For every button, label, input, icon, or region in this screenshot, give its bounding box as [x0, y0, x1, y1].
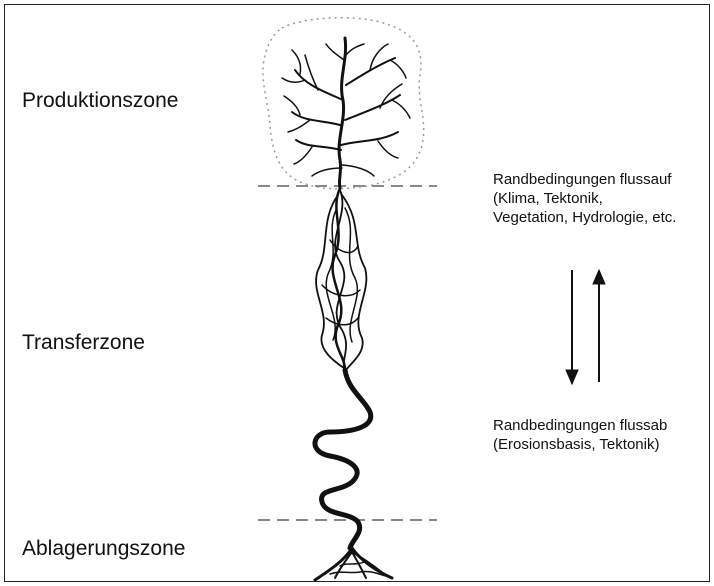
upstream-conditions-line-3: Vegetation, Hydrologie, etc. [493, 208, 676, 227]
arrow-down-head [566, 370, 578, 384]
depositional-fan [315, 548, 392, 580]
zone-label-transfer: Transferzone [22, 331, 145, 355]
upstream-conditions-line-2: (Klima, Tektonik, [493, 189, 676, 208]
meandering-channel [315, 370, 371, 548]
upstream-conditions-line-1: Randbedingungen flussauf [493, 170, 676, 189]
drainage-network [282, 38, 410, 188]
downstream-conditions-line-2: (Erosionsbasis, Tektonik) [493, 435, 667, 454]
downstream-conditions-line-1: Randbedingungen flussab [493, 416, 667, 435]
upstream-conditions-text: Randbedingungen flussauf (Klima, Tektoni… [493, 170, 676, 227]
interaction-arrows [566, 270, 605, 384]
braided-channel [316, 188, 366, 370]
zone-label-production: Produktionszone [22, 89, 178, 113]
arrow-up-head [593, 270, 605, 284]
zone-label-deposition: Ablagerungszone [22, 537, 185, 561]
downstream-conditions-text: Randbedingungen flussab (Erosionsbasis, … [493, 416, 667, 454]
